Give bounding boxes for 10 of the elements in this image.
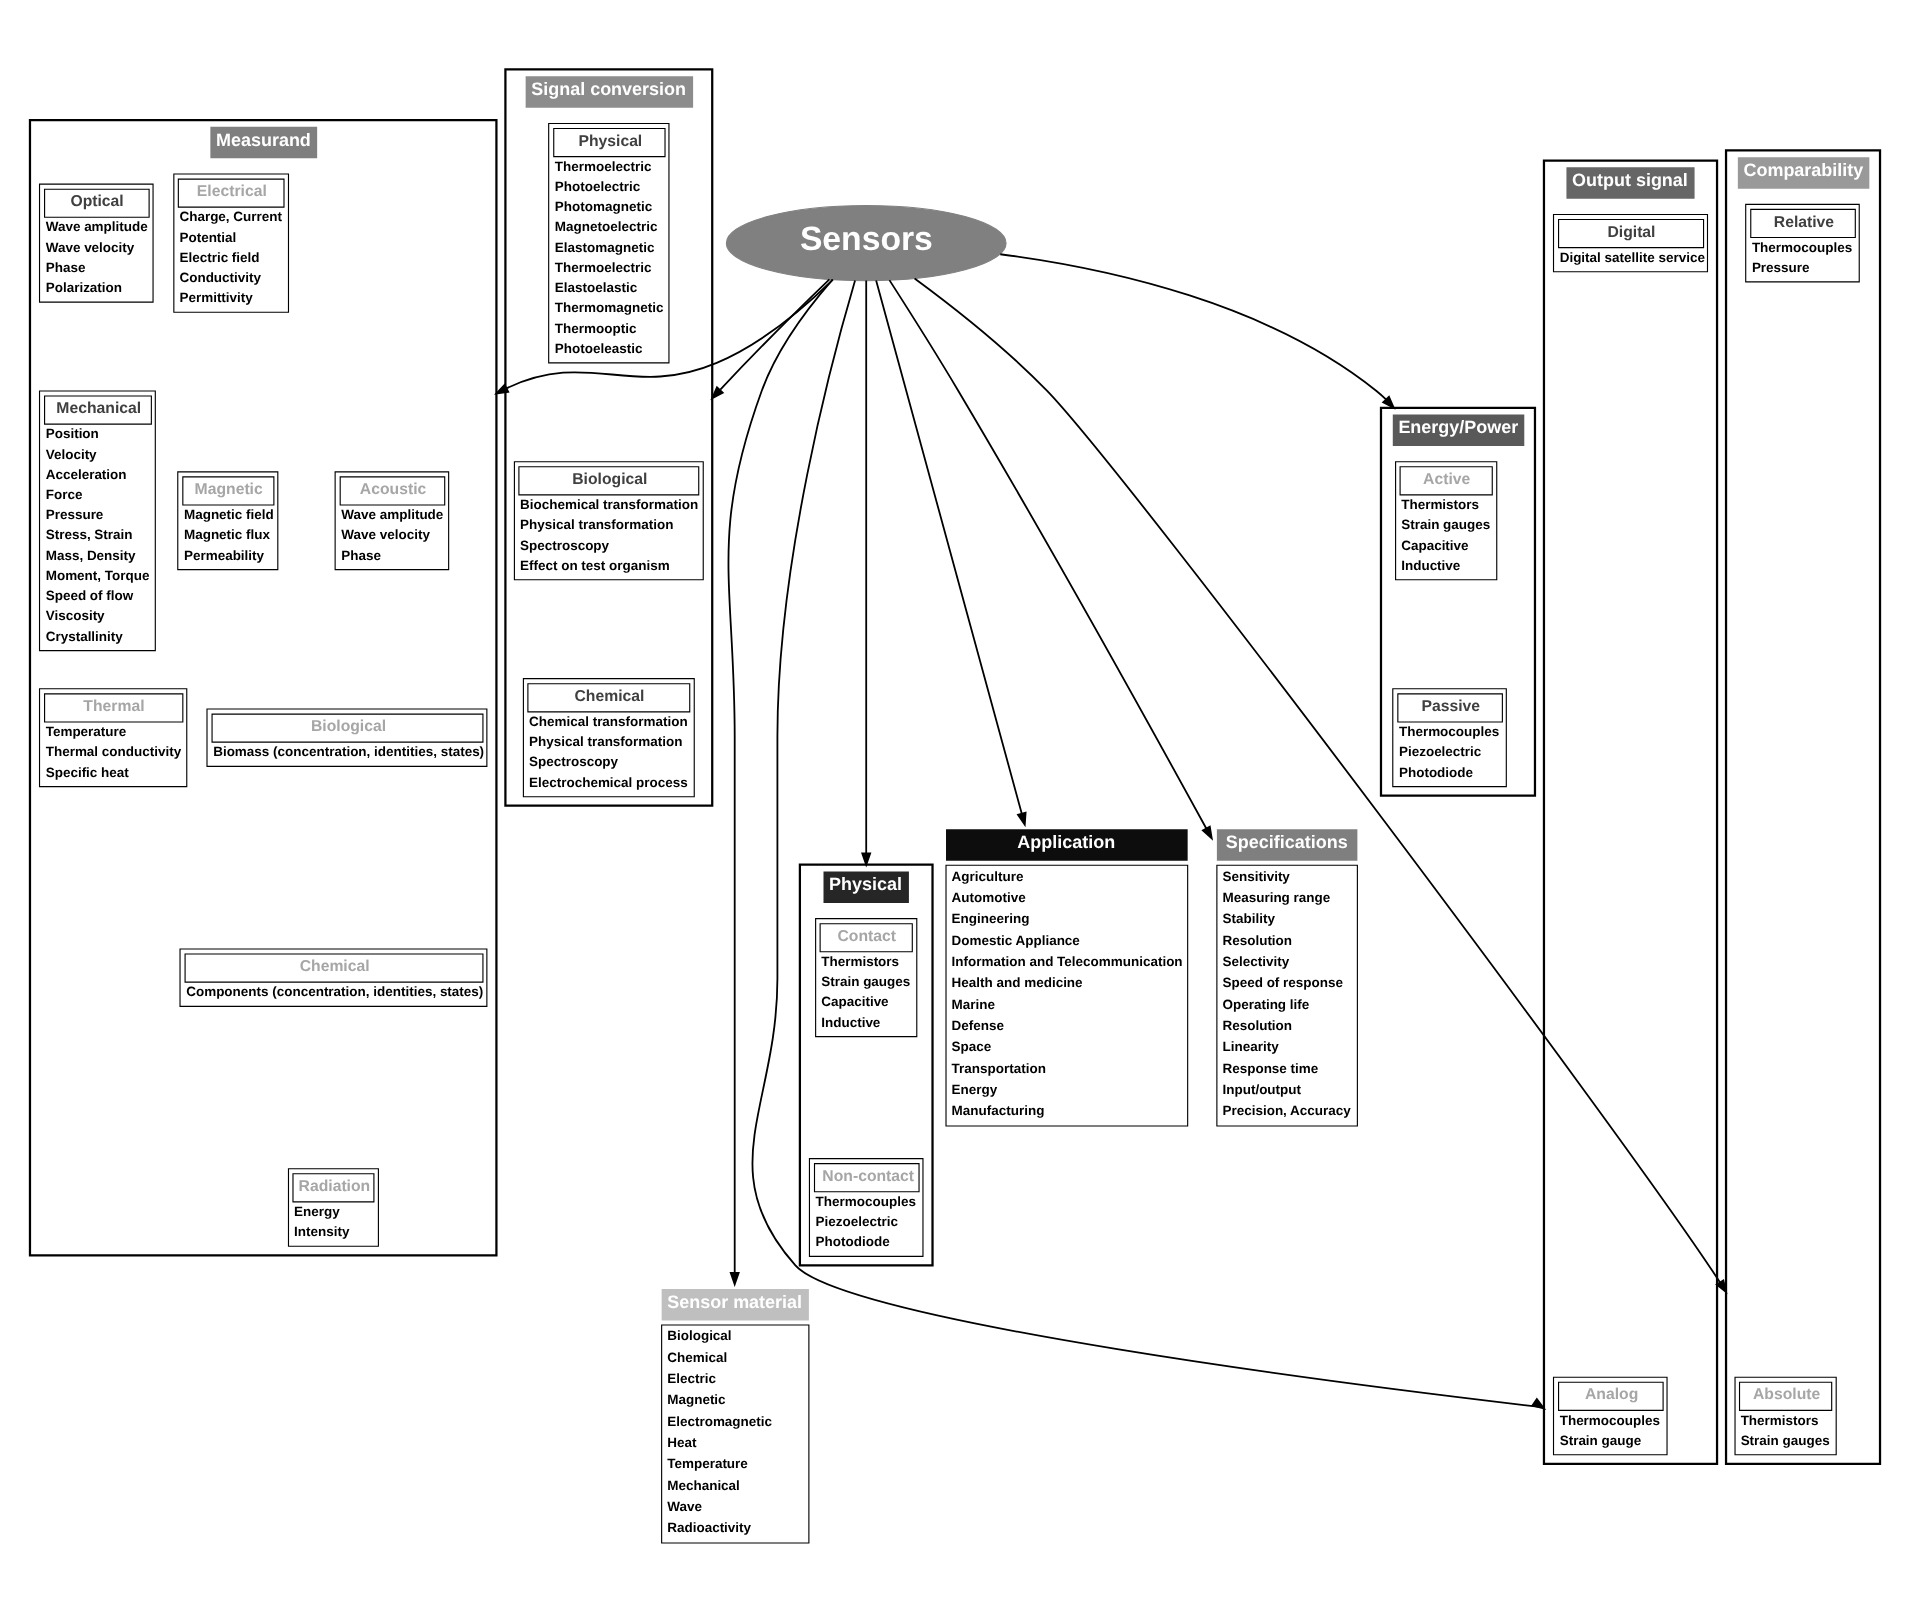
arrow [875, 278, 1027, 827]
arrow [913, 276, 1728, 1294]
arrow [861, 278, 872, 867]
node-ellipse: Sensors [725, 203, 1007, 281]
arrow [999, 252, 1396, 409]
arrow [710, 277, 831, 400]
arrow [888, 278, 1214, 840]
arrow [751, 278, 1547, 1409]
arrow [494, 277, 834, 394]
arrow [727, 277, 834, 1286]
